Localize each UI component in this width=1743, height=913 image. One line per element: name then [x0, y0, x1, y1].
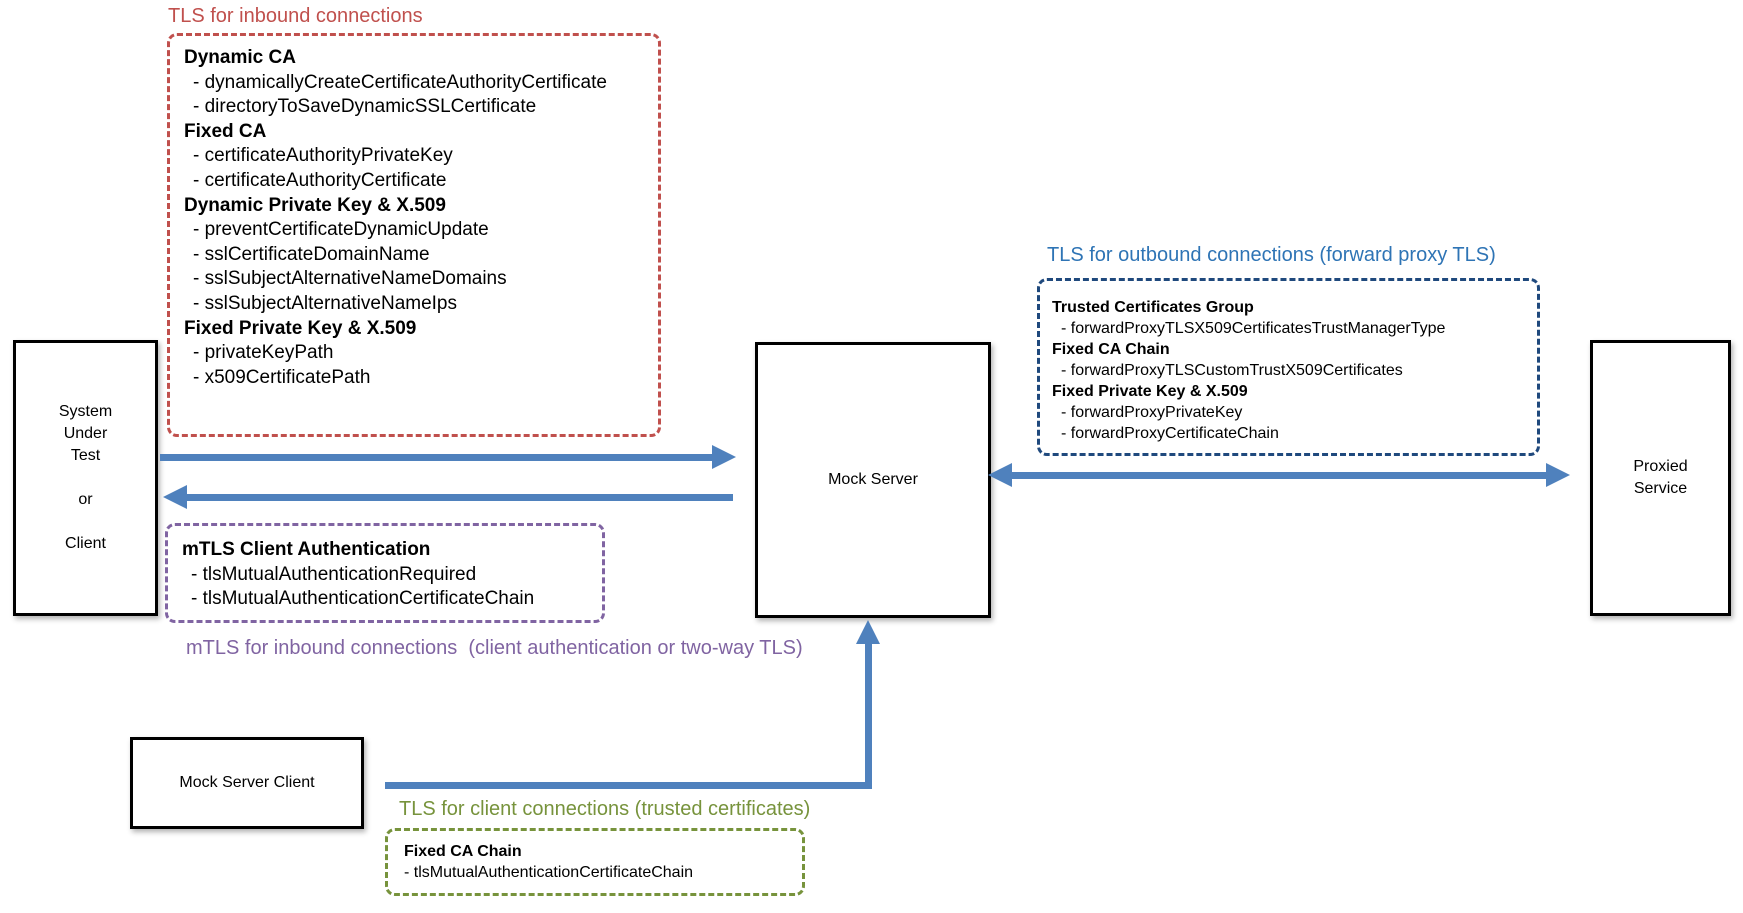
section-item: - tlsMutualAuthenticationCertificateChai… — [404, 864, 694, 881]
section-title: Fixed Private Key & X.509 — [1052, 383, 1248, 400]
arrow-left-head-icon — [988, 463, 1012, 487]
inbound-tls-panel: Dynamic CA - dynamicallyCreateCertificate… — [167, 33, 661, 437]
section-item: - tlsMutualAuthenticationCertificateChai… — [191, 588, 535, 610]
mock-server-client-box: Mock Server Client — [130, 737, 364, 829]
arrow-shaft — [1010, 472, 1548, 479]
arrow-right-head-icon — [1546, 463, 1570, 487]
section-item: - directoryToSaveDynamicSSLCertificate — [193, 96, 537, 118]
section-item: - forwardProxyTLSCustomTrustX509Certific… — [1061, 362, 1403, 379]
proxied-service-box: Proxied Service — [1590, 340, 1731, 616]
section-item: - dynamicallyCreateCertificateAuthorityC… — [193, 71, 607, 93]
section-item: - certificateAuthorityCertificate — [193, 169, 447, 191]
section-item: - preventCertificateDynamicUpdate — [193, 219, 489, 241]
section-title: Fixed CA Chain — [1052, 341, 1170, 358]
arrow-left-head-icon — [163, 485, 187, 509]
mtls-panel: mTLS Client Authentication - tlsMutualAut… — [165, 523, 605, 623]
arrow-right-head-icon — [712, 445, 736, 469]
section-item: - forwardProxyTLSX509CertificatesTrustMa… — [1061, 320, 1446, 337]
inbound-tls-label: TLS for inbound connections — [168, 5, 423, 27]
section-item: - tlsMutualAuthenticationRequired — [191, 563, 477, 585]
section-title: Fixed CA — [184, 120, 267, 142]
section-title: Dynamic CA — [184, 47, 296, 68]
section-title: Dynamic Private Key & X.509 — [184, 194, 446, 216]
client-tls-label: TLS for client connections (trusted cert… — [399, 798, 811, 820]
section-item: - privateKeyPath — [193, 342, 334, 364]
client-tls-panel: Fixed CA Chain - tlsMutualAuthenticationC… — [385, 828, 805, 896]
section-item: - forwardProxyCertificateChain — [1061, 425, 1279, 442]
arrow-shaft — [160, 454, 714, 461]
outbound-tls-label: TLS for outbound connections (forward pr… — [1047, 244, 1496, 266]
arrow-shaft — [865, 640, 872, 789]
arrow-shaft — [385, 782, 872, 789]
section-item: - sslSubjectAlternativeNameIps — [193, 292, 457, 314]
section-title: Trusted Certificates Group — [1052, 299, 1254, 316]
system-under-test-box: System Under Test or Client — [13, 340, 158, 616]
section-item: - certificateAuthorityPrivateKey — [193, 145, 453, 167]
mtls-inbound-label: mTLS for inbound connections (client aut… — [186, 637, 803, 659]
arrow-up-head-icon — [856, 620, 880, 644]
mock-server-box: Mock Server — [755, 342, 991, 618]
section-title: mTLS Client Authentication — [182, 539, 431, 560]
outbound-tls-panel: Trusted Certificates Group - forwardProxy… — [1037, 278, 1540, 456]
section-title: Fixed CA Chain — [404, 843, 522, 860]
section-item: - forwardProxyPrivateKey — [1061, 404, 1243, 421]
section-item: - sslCertificateDomainName — [193, 243, 430, 265]
section-item: - x509CertificatePath — [193, 366, 371, 388]
section-title: Fixed Private Key & X.509 — [184, 317, 417, 339]
arrow-shaft — [187, 494, 733, 501]
section-item: - sslSubjectAlternativeNameDomains — [193, 268, 507, 290]
